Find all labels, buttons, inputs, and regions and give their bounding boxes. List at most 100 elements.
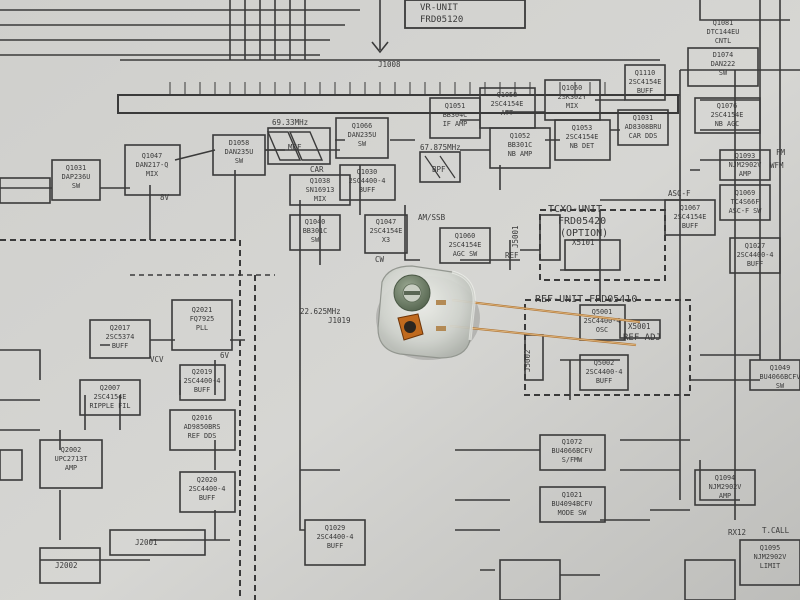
block-ref: Q1038 (310, 177, 330, 185)
block-fn: SW (719, 69, 728, 77)
block-part: 2SC4400-4 (349, 177, 386, 185)
block-fn: BUFF (747, 260, 763, 268)
label-vr-unit-no: FRD05120 (420, 15, 463, 25)
label-rx12: RX12 (728, 528, 746, 537)
label-tcxo-option: (OPTION) (560, 228, 608, 239)
block-part: 2SC4400-4 (184, 377, 221, 385)
block-part: BB304C (443, 111, 468, 119)
block-ref: Q1029 (325, 524, 345, 532)
block-part: 2SC4154E (94, 393, 127, 401)
block-fn: PLL (196, 324, 208, 332)
label-ref-unit: REF-UNIT FRD05410 (535, 294, 637, 305)
block-labels: Q1031DAP236USWQ1047DAN217-QMIXD1058DAN23… (55, 19, 800, 570)
label-bpf-freq: 67.875MHz (420, 143, 461, 152)
label-6v: 6V (220, 351, 230, 360)
block-ref: Q2017 (110, 324, 130, 332)
block-fn: AMP (739, 170, 751, 178)
block-ref: Q1021 (562, 491, 582, 499)
crystal-oscillator-module (376, 265, 641, 360)
block-ref: Q1058 (497, 91, 517, 99)
block-ref: Q1094 (715, 474, 735, 482)
block-fn: BUFF (327, 542, 343, 550)
block-ref: Q1053 (572, 124, 592, 132)
block-ref: Q1047 (142, 152, 162, 160)
block-fn: OSC (596, 326, 608, 334)
block-part: 2SC4154E (711, 111, 744, 119)
label-j2001: J2001 (135, 538, 158, 547)
label-ref: REF (505, 251, 519, 260)
block-ref: Q1030 (357, 168, 377, 176)
block-part: BB301C (303, 227, 328, 235)
block-part: 2SC4154E (449, 241, 482, 249)
block-part: UPC2713T (55, 455, 88, 463)
label-vco: VCV (150, 355, 164, 364)
block-part: BU4094BCFV (552, 500, 593, 508)
block-ref: Q1049 (770, 364, 790, 372)
block-part: 2SC4400-4 (586, 368, 623, 376)
block-ref: Q1051 (445, 102, 465, 110)
block-fn: SW (235, 157, 244, 165)
block-part: 2SC4154E (629, 78, 662, 86)
block-part: 2SC4400-4 (317, 533, 354, 541)
block-part: NJM2902V (729, 161, 762, 169)
block-ref: Q1069 (735, 189, 755, 197)
block-fn: CAR DDS (629, 132, 658, 140)
block-fn: REF DDS (188, 432, 217, 440)
block-part: 2SC4154E (674, 213, 707, 221)
block-part: 2SC4400-4 (737, 251, 774, 259)
block-ref: Q1060 (455, 232, 475, 240)
label-ref-freq: 22.625MHz (300, 307, 341, 316)
block-fn: NB AGC (715, 120, 740, 128)
label-mcf-freq: 69.33MHz (272, 118, 308, 127)
block-ref: Q1060 (562, 84, 582, 92)
block-fn: CNTL (715, 37, 731, 45)
block-fn: X3 (382, 236, 390, 244)
block-fn: ASC-F SW (729, 207, 763, 215)
block-part: TC4S66F (731, 198, 760, 206)
block-part: SN16913 (306, 186, 335, 194)
label-wfm: WFM (770, 161, 784, 170)
block-ref: Q1066 (352, 122, 372, 130)
block-part: DAN217-Q (136, 161, 169, 169)
block-part: FQ7925 (190, 315, 215, 323)
block-fn: BUFF (359, 186, 375, 194)
block-fn: ATT (501, 109, 513, 117)
label-cw: CW (375, 255, 385, 264)
block-fn: NB DET (570, 142, 595, 150)
label-car: CAR (310, 165, 324, 174)
block-ref: Q1095 (760, 544, 780, 552)
block-ref: D1058 (229, 139, 249, 147)
label-am-ssb: AM/SSB (418, 213, 446, 222)
block-part: DAN235U (225, 148, 254, 156)
block-ref: Q1040 (305, 218, 325, 226)
block-fn: SW (776, 382, 785, 390)
block-ref: Q1031 (633, 114, 653, 122)
block-part: NJM2902V (754, 553, 787, 561)
block-ref: Q2002 (61, 446, 81, 454)
block-ref: Q2016 (192, 414, 212, 422)
label-t-call: T.CALL (762, 526, 790, 535)
label-bpf: BPF (432, 165, 446, 174)
